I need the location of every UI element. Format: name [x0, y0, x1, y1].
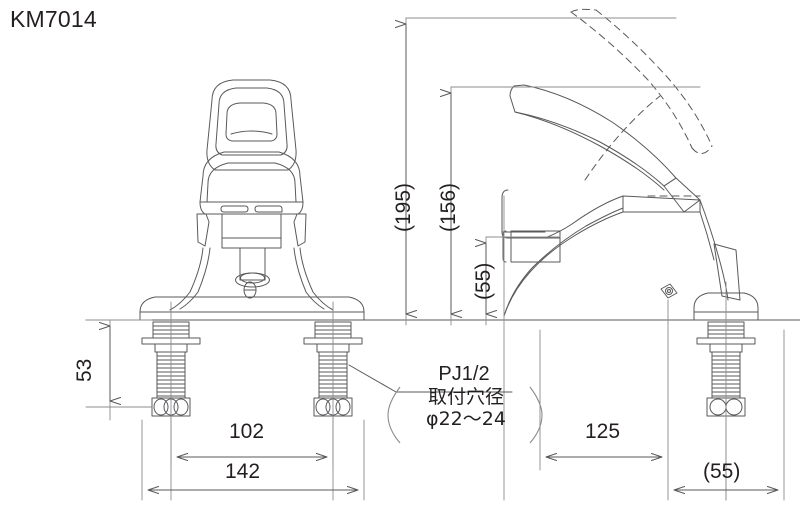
dimension-spout-reach: 125	[585, 420, 621, 443]
hole-note-bracket	[387, 386, 543, 444]
dimension-arrows	[110, 24, 779, 490]
dimension-base-width: 142	[225, 460, 261, 483]
page-title: KM7014	[10, 6, 97, 32]
side-view-faucet	[501, 8, 759, 417]
front-view-faucet	[139, 79, 365, 417]
dimension-height-body: (156)	[437, 182, 460, 232]
dimension-depth-right: (55)	[703, 460, 741, 483]
hole-note-line1: 取付穴径	[427, 386, 504, 408]
center-lines	[170, 195, 727, 501]
dimension-hole-spacing: 102	[229, 420, 265, 443]
dimension-height-spout: (55)	[472, 262, 495, 300]
dimension-height-shank: 53	[73, 358, 96, 382]
hole-diameter-note: 取付穴径 φ22〜24	[388, 386, 544, 431]
hole-note-line2: φ22〜24	[426, 408, 506, 430]
dimension-height-overall: (195)	[392, 182, 415, 232]
thread-spec-label: PJ1/2	[438, 363, 490, 385]
